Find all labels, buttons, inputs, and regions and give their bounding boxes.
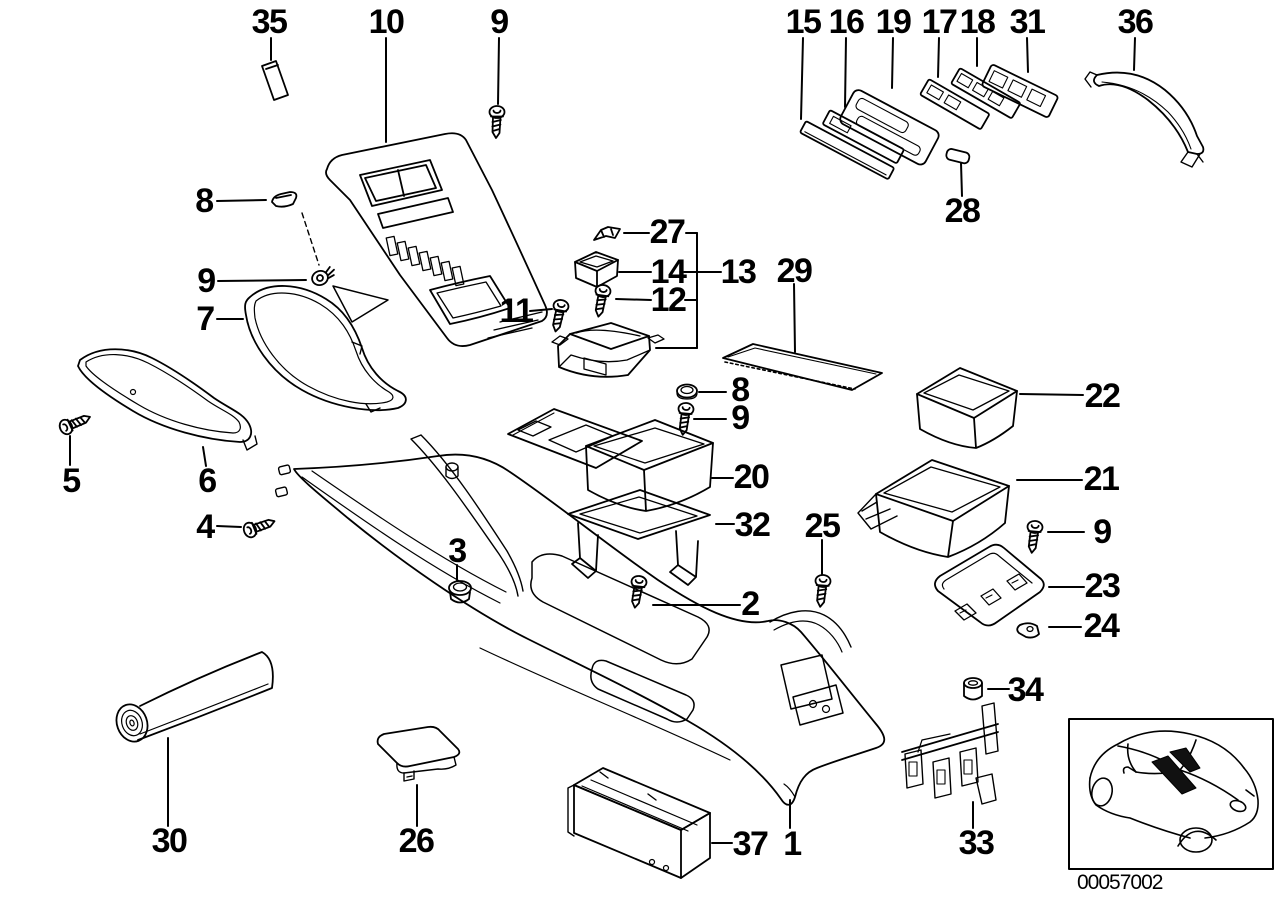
- part-label-36[interactable]: 36: [1117, 3, 1154, 41]
- part-29-liner-mat[interactable]: [723, 344, 882, 390]
- part-5-screw[interactable]: [56, 408, 94, 438]
- part-label-20[interactable]: 20: [733, 458, 770, 496]
- part-18-switch-cover[interactable]: [951, 68, 1021, 119]
- part-26-cover-lid[interactable]: [378, 727, 460, 781]
- part-label-25[interactable]: 25: [804, 507, 841, 545]
- part-28-blind-plug[interactable]: [945, 148, 970, 164]
- part-label-9[interactable]: 9: [197, 262, 216, 300]
- part-label-24[interactable]: 24: [1083, 607, 1120, 645]
- part-11-screw[interactable]: [548, 297, 571, 334]
- part-23-rear-cover[interactable]: [935, 545, 1044, 626]
- part-14-insert-box[interactable]: [575, 252, 618, 287]
- part-label-31[interactable]: 31: [1009, 3, 1046, 41]
- part-label-3[interactable]: 3: [448, 532, 467, 570]
- part-label-32[interactable]: 32: [734, 506, 771, 544]
- part-label-33[interactable]: 33: [958, 824, 995, 862]
- car-thumbnail: [1069, 719, 1273, 869]
- part-30-rolled-mat[interactable]: [111, 652, 272, 746]
- part-10-front-trim-panel[interactable]: [326, 133, 547, 346]
- part-label-10[interactable]: 10: [368, 3, 405, 41]
- part-8-cap-middle[interactable]: [677, 385, 697, 400]
- part-1-shifter-saddle[interactable]: [508, 409, 642, 468]
- part-6-side-trim-panel[interactable]: [78, 349, 257, 450]
- part-9-screw-right[interactable]: [1024, 519, 1044, 555]
- part-12-screw[interactable]: [591, 283, 613, 319]
- part-label-11[interactable]: 11: [499, 292, 534, 330]
- part-13-ashtray[interactable]: [552, 323, 664, 377]
- part-9-screw-middle[interactable]: [675, 401, 695, 437]
- part-label-9[interactable]: 9: [1093, 513, 1112, 551]
- part-label-4[interactable]: 4: [196, 508, 215, 546]
- part-label-15[interactable]: 15: [785, 3, 822, 41]
- part-17-switch-cover[interactable]: [920, 79, 990, 130]
- part-label-37[interactable]: 37: [732, 825, 769, 863]
- part-15-trim-strip[interactable]: [800, 121, 894, 179]
- part-1-console-body[interactable]: [275, 435, 884, 805]
- part-label-35[interactable]: 35: [251, 3, 288, 41]
- part-label-6[interactable]: 6: [198, 462, 217, 500]
- part-label-8[interactable]: 8: [195, 182, 214, 220]
- part-label-22[interactable]: 22: [1084, 377, 1121, 415]
- part-35-trim-strip[interactable]: [262, 61, 288, 100]
- part-24-clip[interactable]: [1017, 623, 1039, 637]
- part-label-8[interactable]: 8: [731, 371, 750, 409]
- part-label-18[interactable]: 18: [959, 3, 996, 41]
- part-9-screw-left-washer[interactable]: [309, 265, 339, 289]
- part-21-rear-storage-bin[interactable]: [858, 460, 1009, 557]
- part-label-27[interactable]: 27: [649, 213, 686, 251]
- part-31-switch-cover[interactable]: [981, 64, 1058, 118]
- part-22-storage-bin[interactable]: [917, 368, 1017, 448]
- part-37-support-bracket[interactable]: [568, 768, 710, 878]
- part-label-13[interactable]: 13: [720, 253, 757, 291]
- part-label-30[interactable]: 30: [151, 822, 188, 860]
- part-7-side-trim-panel[interactable]: [245, 286, 406, 412]
- part-20-storage-tray[interactable]: [586, 420, 713, 511]
- part-label-21[interactable]: 21: [1083, 460, 1120, 498]
- part-label-16[interactable]: 16: [828, 3, 865, 41]
- part-label-28[interactable]: 28: [944, 192, 981, 230]
- part-9-screw-top[interactable]: [488, 105, 506, 139]
- part-label-12[interactable]: 12: [650, 281, 687, 319]
- part-label-1[interactable]: 1: [783, 825, 802, 863]
- part-33-rear-bracket[interactable]: [902, 703, 998, 804]
- diagram-code: 00057002: [1077, 871, 1163, 894]
- part-label-17[interactable]: 17: [921, 3, 958, 41]
- part-label-34[interactable]: 34: [1007, 671, 1044, 709]
- part-34-cap[interactable]: [964, 678, 982, 700]
- part-label-5[interactable]: 5: [62, 462, 81, 500]
- part-label-9[interactable]: 9: [731, 399, 750, 437]
- part-8-clip-left[interactable]: [272, 192, 296, 207]
- part-2-screw[interactable]: [627, 574, 649, 610]
- part-label-7[interactable]: 7: [196, 300, 215, 338]
- part-label-19[interactable]: 19: [875, 3, 912, 41]
- leader-lines: [70, 38, 1135, 843]
- car-thumbnail-box: [1069, 719, 1273, 869]
- part-36-handle-trim[interactable]: [1085, 72, 1203, 167]
- part-4-screw[interactable]: [240, 512, 278, 541]
- part-label-2[interactable]: 2: [741, 585, 760, 623]
- part-32-mounting-frame[interactable]: [568, 490, 710, 585]
- part-label-23[interactable]: 23: [1084, 567, 1121, 605]
- part-label-26[interactable]: 26: [398, 822, 435, 860]
- part-label-14[interactable]: 14: [650, 253, 687, 291]
- part-label-29[interactable]: 29: [776, 252, 813, 290]
- part-label-9[interactable]: 9: [490, 3, 509, 41]
- part-25-screw[interactable]: [812, 573, 832, 609]
- part-27-clip[interactable]: [594, 227, 620, 240]
- part-19-trim-plate[interactable]: [838, 88, 941, 167]
